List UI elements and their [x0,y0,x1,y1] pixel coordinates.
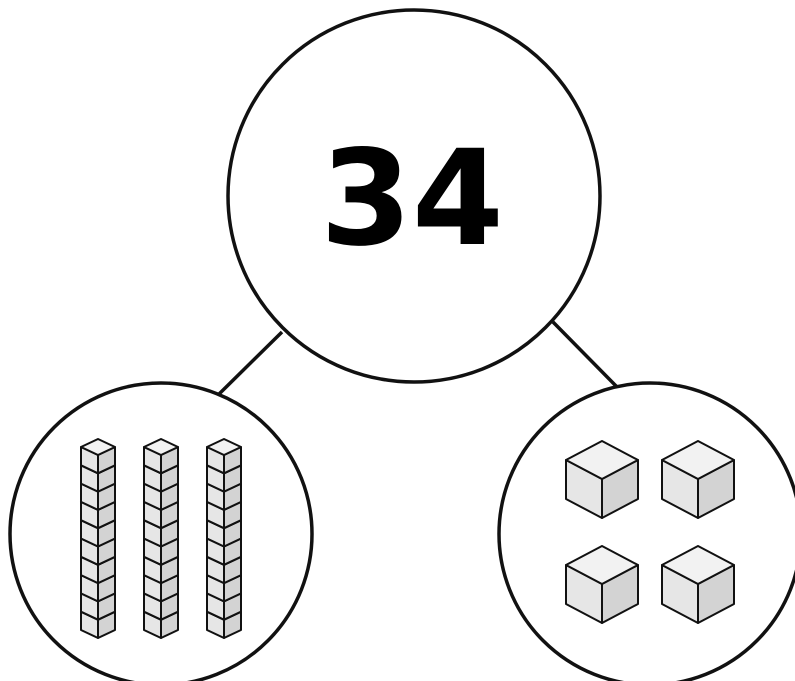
connector-right [553,322,618,388]
tens-rod [81,439,115,638]
connector-left [215,332,282,398]
tens-rods-group [81,439,241,638]
unit-cube-in-rod [81,439,115,473]
tens-rod [207,439,241,638]
tens-rod [144,439,178,638]
whole-number-label: 34 [320,122,504,276]
unit-cube-in-rod [207,439,241,473]
unit-cube-in-rod [144,439,178,473]
part-circle-ones [499,383,795,681]
